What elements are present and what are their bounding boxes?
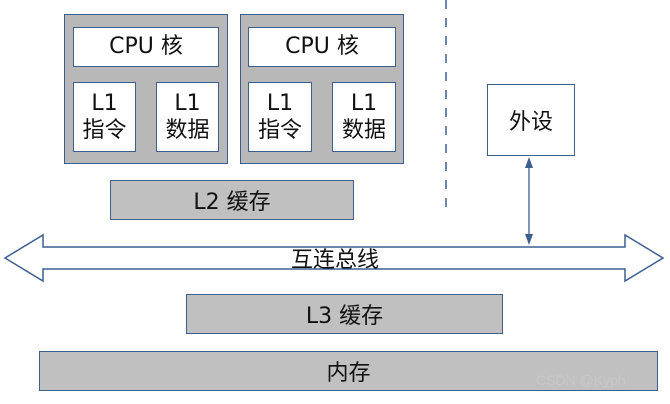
cpu-core-1-title: CPU 核 [73,27,219,67]
connector-arrowhead-down [525,234,533,245]
connector-arrowhead-up [525,157,533,168]
l2-cache-bar: L2 缓存 [110,180,354,220]
memory-bar: 内存 [39,351,658,391]
bus-arrow-shape [3,233,665,283]
cpu-core-2-title: CPU 核 [248,27,396,67]
l3-cache-bar: L3 缓存 [186,294,503,334]
bus-label: 互连总线 [290,248,379,273]
cpu-core-2-l1-data: L1 数据 [332,82,396,152]
cpu-core-1-l1-data: L1 数据 [156,82,219,152]
cpu-core-1-l1-instruction: L1 指令 [73,82,136,152]
cpu-core-2-l1-instruction: L1 指令 [248,82,312,152]
watermark-text: CSDN @Kyph [536,372,626,388]
peripheral-box: 外设 [487,84,575,156]
